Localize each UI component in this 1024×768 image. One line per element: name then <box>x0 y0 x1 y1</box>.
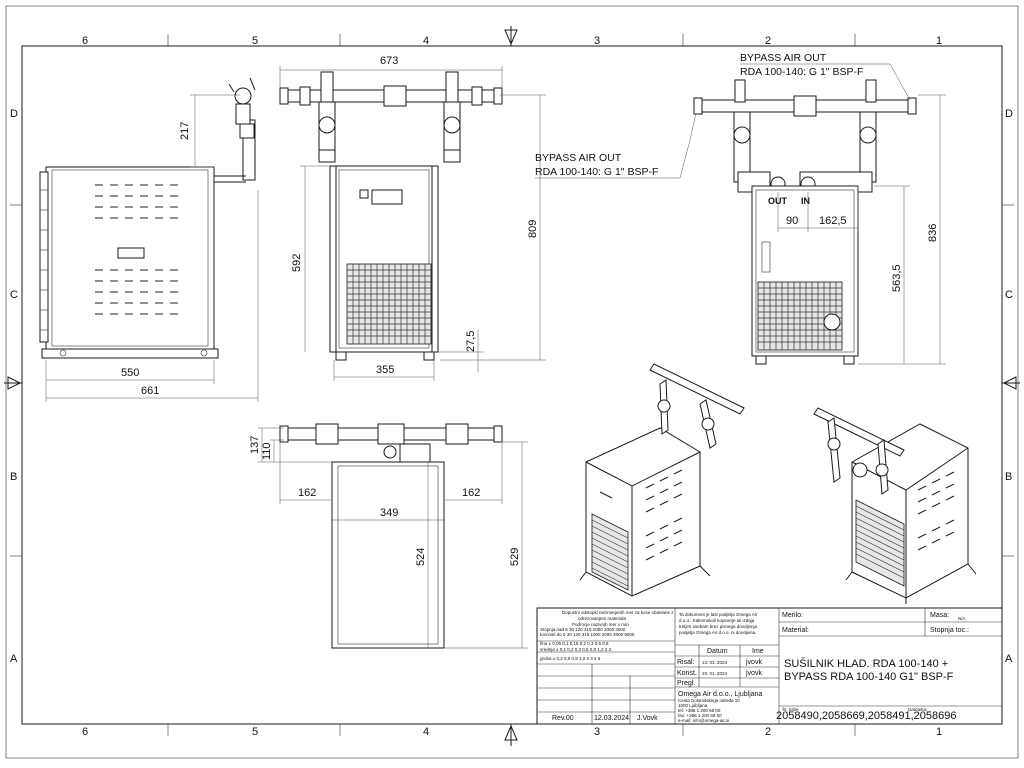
rev-name: J.Vovk <box>637 715 658 722</box>
row-label-risal: Risal: <box>677 659 695 666</box>
dim-front-total: 809 <box>527 220 539 238</box>
row-name-konst: jvovk <box>745 670 762 677</box>
tolerance-row: fina ± 0,05 0,1 0,15 0,2 0,3 0,5 0,8 <box>540 641 609 646</box>
front-view <box>279 71 503 361</box>
material-label: Material: <box>782 627 809 634</box>
dim-back-h2: 563,5 <box>891 264 903 292</box>
col-label: 3 <box>594 726 600 738</box>
drawing-no-label: Št. risbe <box>782 706 799 712</box>
dim-front-width: 355 <box>376 364 394 376</box>
notice-line: d.o.o.. Kakrsnokoli kopiranje ali izdaja <box>679 618 755 623</box>
tolerance-title2: odrezovanjem materiala <box>578 616 627 621</box>
col-label: 3 <box>594 35 600 47</box>
tolerance-row: srednja ± 0,1 0,2 0,3 0,5 0,8 1,2 2 3 <box>540 647 612 652</box>
address-line: fax: +386 1 200 68 50 <box>678 713 722 718</box>
notice-line: podjetja Omega Air d.o.o. ni dovoljena. <box>679 630 756 635</box>
tolerance-row: Stopnja nad 6 30 120 315 1000 2000 4000 <box>540 627 626 632</box>
col-label: 6 <box>82 35 88 47</box>
col-label: 5 <box>252 726 258 738</box>
address-line: Cesta Dolomitskega odreda 10 <box>678 698 740 703</box>
dim-top-right: 162 <box>462 487 480 499</box>
dim-top-depth2: 529 <box>509 548 521 566</box>
address-line: e-mail: info@omega-air.si <box>678 718 729 723</box>
bypass-spec-right: RDA 100-140: G 1" BSP-F <box>740 66 863 78</box>
bypass-spec-left: RDA 100-140: G 1" BSP-F <box>535 166 658 178</box>
tolerance-row: groba ± 0,2 0,5 0,8 1,2 2 3 4 5 <box>540 656 601 661</box>
row-label-pregl: Pregl. <box>677 680 695 687</box>
address-line: tel: +386 1 200 68 00 <box>678 708 721 713</box>
bypass-label-right: BYPASS AIR OUT <box>740 52 827 64</box>
row-label: B <box>10 471 17 483</box>
drawing-number: 2058490,2058669,2058491,2058696 <box>776 710 956 722</box>
col-label: 6 <box>82 726 88 738</box>
drawing-title-1: SUŠILNIK HLAD. RDA 100-140 + <box>784 657 948 670</box>
row-label: C <box>10 289 18 301</box>
col-label: 4 <box>423 35 429 47</box>
title-block <box>536 607 1003 725</box>
bypass-label-left: BYPASS AIR OUT <box>535 152 622 164</box>
inner-border <box>21 45 1003 725</box>
rev-date: 12.03.2024 <box>594 715 629 722</box>
back-view <box>693 79 917 365</box>
row-name-risal: jvovk <box>745 659 762 666</box>
dim-side-width: 550 <box>121 367 139 379</box>
col-datum: Datum <box>707 648 728 655</box>
dim-top-h1: 137 <box>249 436 261 454</box>
col-label: 2 <box>765 35 771 47</box>
row-label: C <box>1005 289 1013 301</box>
tolerance-row: tocnosti do 6 30 120 315 1000 2000 3000 … <box>540 632 635 637</box>
dim-back-w2: 162,5 <box>819 215 847 227</box>
row-label: A <box>10 653 18 665</box>
datoteka-label: Datoteka: <box>908 707 927 712</box>
side-view <box>39 77 256 359</box>
masa-label: Masa: <box>930 612 949 619</box>
tolerance-title3: Podrocje nazivnih mer v mm <box>572 622 629 627</box>
col-label: 1 <box>936 35 942 47</box>
notice-line: tretjim osebam brez pisnega dovoljenja <box>679 624 758 629</box>
row-date-konst: 29. 01. 2024 <box>702 671 728 676</box>
outer-border <box>5 5 1019 759</box>
dim-top-width: 349 <box>380 507 398 519</box>
drawing-title-2: BYPASS RDA 100-140 G1" BSP-F <box>784 671 954 683</box>
top-view <box>279 423 503 649</box>
row-label-konst: Konst. <box>677 670 697 677</box>
notice-line: Ta dokument je last podjetja Omega Air <box>679 612 758 617</box>
masa-value: N/A <box>958 616 966 621</box>
dim-front-top: 673 <box>380 55 398 67</box>
isometric-view-back <box>813 407 977 604</box>
dim-back-w1: 90 <box>786 215 798 227</box>
row-label: D <box>10 108 18 120</box>
col-label: 4 <box>423 726 429 738</box>
row-date-risal: 13. 03. 2024 <box>702 660 728 665</box>
col-label: 2 <box>765 726 771 738</box>
dim-back-h1: 836 <box>927 224 939 242</box>
tolerance-title: Dopustni odstopki neizmerjenih mer za ko… <box>562 610 674 615</box>
row-label: B <box>1005 471 1012 483</box>
address-line: 1000 Ljubljana <box>678 703 708 708</box>
dim-top-h2: 110 <box>261 442 273 460</box>
dim-top-left: 162 <box>298 487 316 499</box>
rev-label: Rev.00 <box>552 715 574 722</box>
dim-top-depth: 524 <box>415 548 427 566</box>
merilo-label: Merilo: <box>782 612 803 619</box>
col-label: 5 <box>252 35 258 47</box>
dim-front-height: 592 <box>291 254 303 272</box>
dim-front-feet: 27,5 <box>465 331 477 352</box>
stopnja-label: Stopnja toc.: <box>930 627 969 634</box>
port-in-label: IN <box>801 196 810 206</box>
row-label: A <box>1005 653 1013 665</box>
row-label: D <box>1005 108 1013 120</box>
isometric-view-front <box>579 363 745 597</box>
dim-side-top: 217 <box>179 122 191 140</box>
dim-side-total: 661 <box>141 385 159 397</box>
col-label: 1 <box>936 726 942 738</box>
col-ime: Ime <box>752 648 764 655</box>
company-name: Omega Air d.o.o., Ljubljana <box>678 691 763 698</box>
